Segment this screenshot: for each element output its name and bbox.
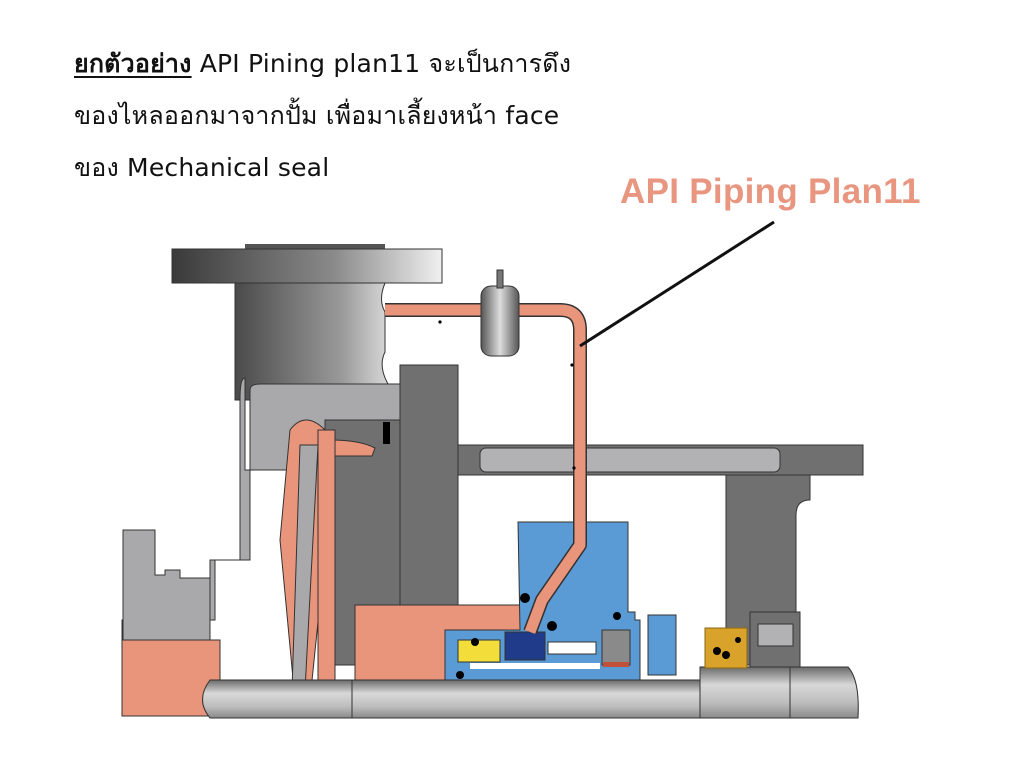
casing-foot — [122, 529, 211, 641]
impeller — [279, 419, 376, 701]
caption-line-1-text: API Pining plan11 จะเป็นการดึง — [191, 49, 572, 78]
set-screw-collar — [601, 629, 631, 666]
o-ring — [613, 612, 621, 620]
flow-marker — [572, 466, 576, 470]
o-ring — [471, 638, 479, 646]
pump-shaft — [202, 666, 859, 719]
caption-line-3: ของ Mechanical seal — [74, 153, 330, 182]
o-ring — [520, 593, 530, 603]
bearing-isolator — [704, 627, 748, 669]
o-ring — [456, 671, 464, 679]
shaft-sleeve — [699, 666, 791, 719]
caption-text: ยกตัวอย่าง API Pining plan11 จะเป็นการดึ… — [74, 38, 714, 194]
shaft — [351, 679, 708, 719]
impeller-back-fluid — [317, 429, 336, 701]
collar-gasket — [603, 662, 629, 667]
housing-bar-insert — [479, 447, 781, 473]
isolator-o-ring — [735, 637, 741, 643]
flow-marker — [570, 363, 574, 367]
isolator-body — [704, 627, 748, 669]
bearing-cap-insert — [757, 623, 794, 647]
plan-label: API Piping Plan11 — [620, 172, 921, 211]
seal-spring — [547, 641, 597, 655]
rotating-seal-face — [504, 631, 546, 661]
casing-gasket — [383, 422, 390, 444]
orifice-flange-icon — [480, 285, 520, 357]
flush-pipe — [385, 304, 586, 634]
isolator-o-ring — [722, 651, 730, 659]
gland-lip — [647, 614, 677, 676]
isolator-o-ring — [713, 647, 721, 655]
o-ring — [547, 621, 557, 631]
flange-plate — [171, 248, 443, 284]
shaft-end — [789, 666, 859, 719]
discharge-flange — [171, 244, 443, 401]
seal-clearance — [470, 663, 600, 669]
flush-piping — [385, 269, 587, 635]
discharge-neck — [234, 282, 389, 401]
callout-leader-line — [579, 220, 775, 348]
caption-line-2: ของไหลออกมาจากปั้ม เพื่อมาเลี้ยงหน้า fac… — [74, 101, 560, 130]
caption-line-1: ยกตัวอย่าง API Pining plan11 จะเป็นการดึ… — [74, 38, 714, 90]
stationary-seal-face — [457, 639, 501, 663]
bearing-housing — [457, 444, 864, 668]
shaft-nut — [202, 679, 353, 719]
flange-raised-face — [245, 244, 385, 252]
flow-marker — [438, 320, 442, 324]
orifice-tab — [496, 269, 504, 289]
caption-lead: ยกตัวอย่าง — [74, 49, 192, 78]
